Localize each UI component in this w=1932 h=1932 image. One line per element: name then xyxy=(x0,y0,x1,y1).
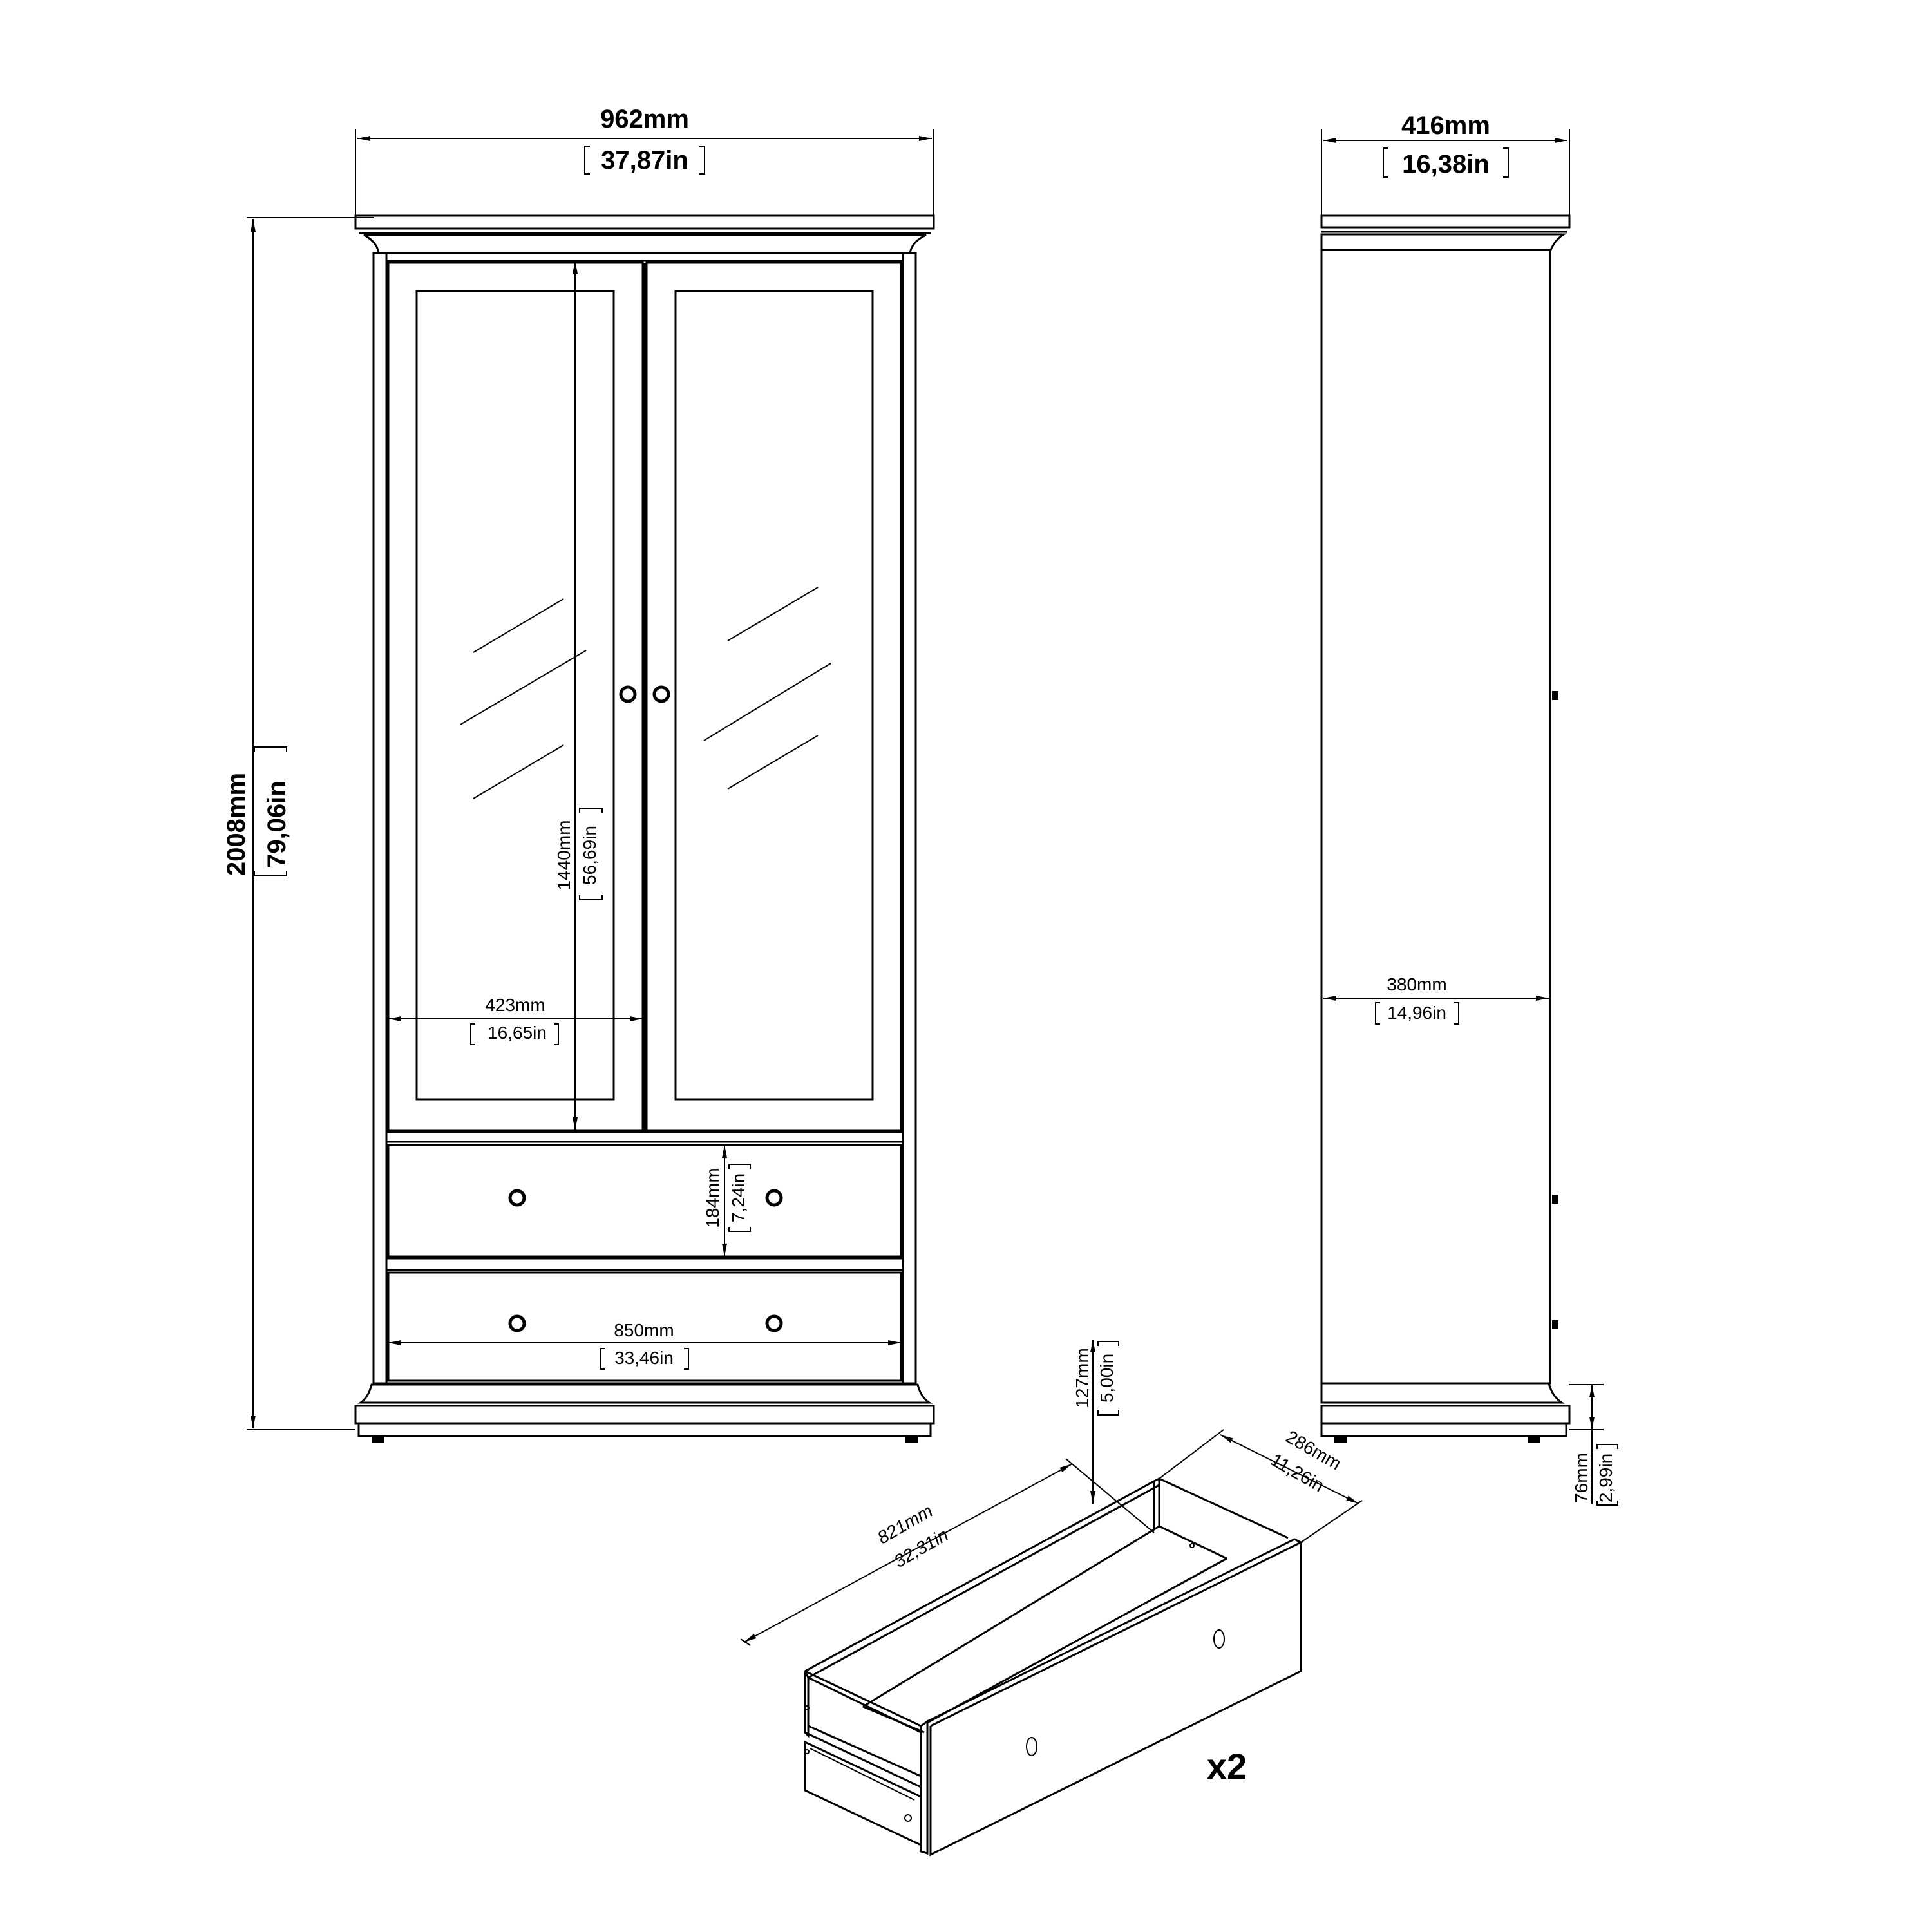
drawer-height-dimension: 184mm 7,24in xyxy=(703,1145,751,1256)
drawer-knob[interactable] xyxy=(765,1314,783,1332)
overall-height-in: 79,06in xyxy=(263,781,291,868)
door-knob-left[interactable] xyxy=(619,685,637,703)
glass-height-dimension: 1440mm 56,69in xyxy=(554,261,603,1130)
overall-depth-mm: 416mm xyxy=(1401,111,1490,140)
drawer-height-iso-dimension: 127mm 5,00in xyxy=(1072,1340,1119,1504)
drawer-height-in: 7,24in xyxy=(728,1173,748,1222)
side-view: 416mm 16,38in 380mm 14,96in 76mm 2,99in xyxy=(1320,111,1618,1506)
door-width-in: 16,65in xyxy=(488,1023,547,1043)
carcass xyxy=(372,252,917,1385)
drawer-knob[interactable] xyxy=(508,1314,526,1332)
inner-depth-dimension: 380mm 14,96in xyxy=(1323,974,1549,1025)
quantity-label: x2 xyxy=(1207,1746,1247,1786)
inner-width-mm: 850mm xyxy=(614,1320,674,1340)
plinth xyxy=(354,1383,935,1443)
inner-width-in: 33,46in xyxy=(614,1348,674,1368)
plinth-height-dimension: 76mm 2,99in xyxy=(1569,1384,1618,1506)
door-knob-right[interactable] xyxy=(652,685,670,703)
right-glass-door[interactable] xyxy=(645,261,902,1132)
door-width-mm: 423mm xyxy=(485,995,545,1015)
plinth-height-mm: 76mm xyxy=(1571,1453,1591,1503)
drawer-iso-height-in: 5,00in xyxy=(1097,1354,1117,1403)
overall-height-dimension: 2008mm 79,06in xyxy=(222,217,374,1430)
drawer-iso-height-mm: 127mm xyxy=(1072,1348,1092,1408)
drawer-knob[interactable] xyxy=(508,1189,526,1207)
overall-width-mm: 962mm xyxy=(600,105,689,133)
upper-drawer[interactable] xyxy=(386,1141,903,1258)
overall-depth-dimension: 416mm 16,38in xyxy=(1321,111,1570,216)
inner-depth-in: 14,96in xyxy=(1387,1003,1446,1023)
drawer-knob[interactable] xyxy=(765,1189,783,1207)
drawer-isometric-view: 821mm 32,31in 127mm 5,00in 286mm 11,26in… xyxy=(740,1340,1363,1857)
overall-depth-in: 16,38in xyxy=(1402,150,1490,178)
drawer-height-mm: 184mm xyxy=(703,1168,723,1227)
overall-width-dimension: 962mm 37,87in xyxy=(355,105,934,216)
front-view: 962mm 37,87in 2008mm 79,06in 1440mm 56,6… xyxy=(222,105,935,1443)
overall-width-in: 37,87in xyxy=(601,146,688,175)
glass-height-in: 56,69in xyxy=(580,826,600,885)
plinth-height-in: 2,99in xyxy=(1596,1454,1616,1502)
inner-depth-mm: 380mm xyxy=(1387,974,1446,994)
drawer-length-dimension: 821mm 32,31in xyxy=(740,1458,1155,1646)
lower-drawer[interactable] xyxy=(387,1271,902,1382)
door-width-dimension: 423mm 16,65in xyxy=(388,995,643,1045)
overall-height-mm: 2008mm xyxy=(222,773,251,876)
glass-height-mm: 1440mm xyxy=(554,820,574,891)
crown-molding xyxy=(354,214,935,254)
inner-width-dimension: 850mm 33,46in xyxy=(388,1320,901,1370)
drawer-knob xyxy=(1213,1629,1225,1649)
drawer-knob xyxy=(1026,1737,1037,1756)
